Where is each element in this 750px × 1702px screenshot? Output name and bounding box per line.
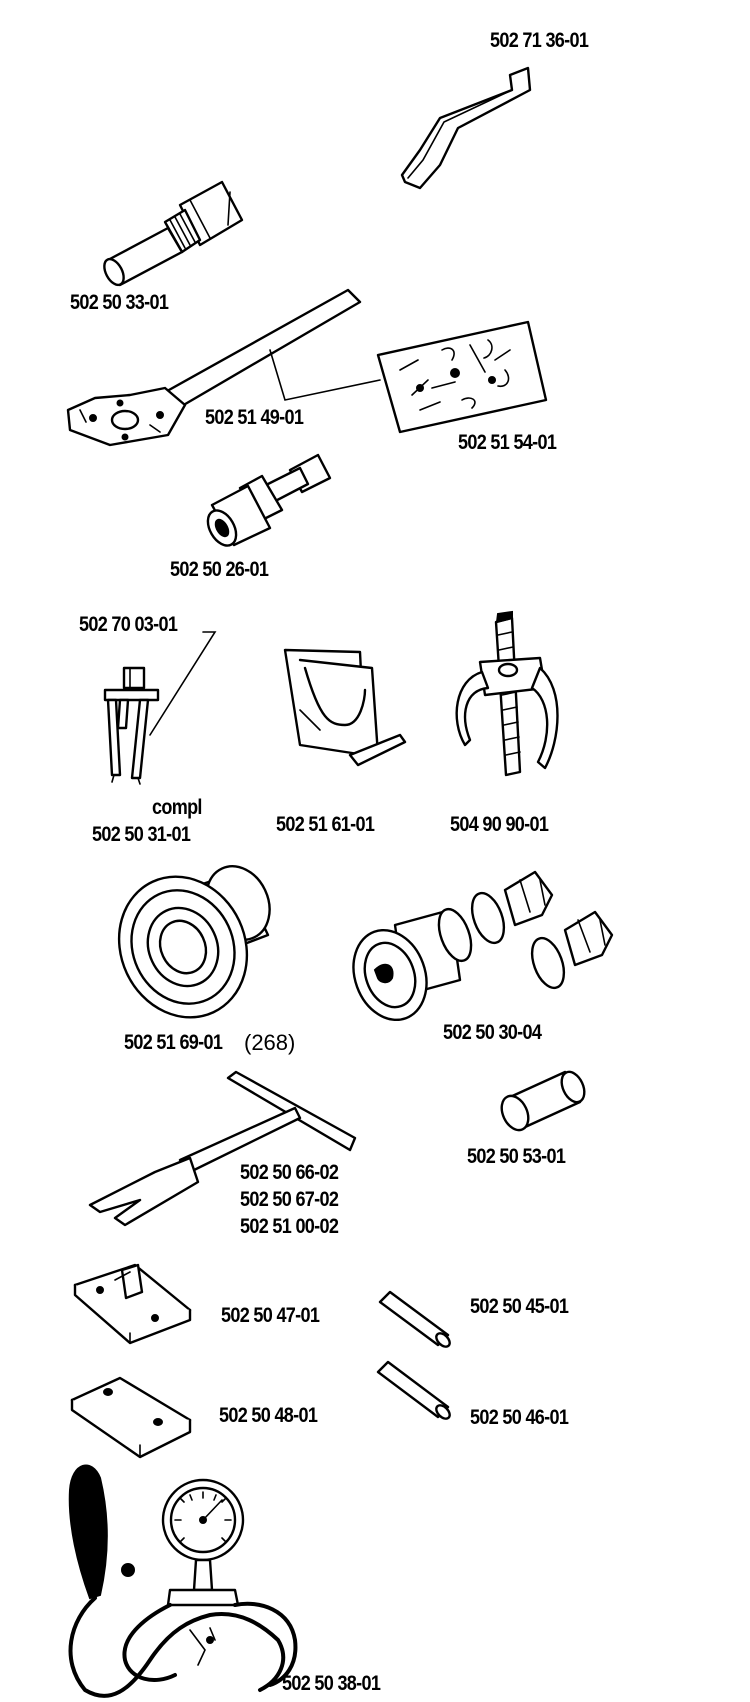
part-label-502-50-48-01: 502 50 48-01: [219, 1404, 318, 1427]
part-label-502-50-31-01: 502 50 31-01: [92, 823, 191, 846]
press-tool-set: [352, 870, 614, 1022]
part-label-502-51-69-01: 502 51 69-01: [124, 1031, 223, 1054]
part-label-compl: compl: [152, 796, 202, 819]
plate: [70, 1376, 192, 1459]
part-label-504-90-90-01: 504 90 90-01: [450, 813, 549, 836]
part-note-268: (268): [244, 1030, 296, 1055]
crankcase-splitter: [283, 648, 407, 767]
pin-a: [378, 1290, 451, 1348]
instruction-kit-card: [376, 320, 548, 434]
plate-with-stud: [73, 1263, 192, 1345]
part-label-502-50-30-04: 502 50 30-04: [443, 1021, 542, 1044]
part-label-502-51-54-01: 502 51 54-01: [458, 431, 557, 454]
pin-b: [376, 1360, 451, 1420]
sleeve: [500, 1070, 586, 1132]
part-label-502-50-38-01: 502 50 38-01: [282, 1672, 381, 1695]
threaded-adapter: [103, 180, 244, 287]
t-handle-fork-tool: [88, 1070, 357, 1227]
part-label-502-50-45-01: 502 50 45-01: [470, 1295, 569, 1318]
part-label-502-51-49-01: 502 51 49-01: [205, 406, 304, 429]
part-label-502-50-66-02: 502 50 66-02: [240, 1161, 339, 1184]
small-puller: [103, 631, 217, 785]
part-label-502-50-47-01: 502 50 47-01: [221, 1304, 320, 1327]
part-label-502-50-26-01: 502 50 26-01: [170, 558, 269, 581]
flywheel-holder: [66, 288, 381, 447]
part-label-502-51-00-02: 502 51 00-02: [240, 1215, 339, 1238]
part-label-502-50-53-01: 502 50 53-01: [467, 1145, 566, 1168]
jaw-puller: [455, 610, 559, 777]
bolt-puller: [206, 453, 332, 547]
part-label-502-71-36-01: 502 71 36-01: [490, 29, 589, 52]
offset-hex-key: [400, 66, 532, 190]
part-label-502-51-61-01: 502 51 61-01: [276, 813, 375, 836]
bearing-press-sleeve: [117, 865, 271, 1019]
pressure-tester: [68, 1464, 298, 1698]
part-label-502-50-67-02: 502 50 67-02: [240, 1188, 339, 1211]
part-label-502-50-46-01: 502 50 46-01: [470, 1406, 569, 1429]
part-label-502-70-03-01: 502 70 03-01: [79, 613, 178, 636]
part-label-502-50-33-01: 502 50 33-01: [70, 291, 169, 314]
